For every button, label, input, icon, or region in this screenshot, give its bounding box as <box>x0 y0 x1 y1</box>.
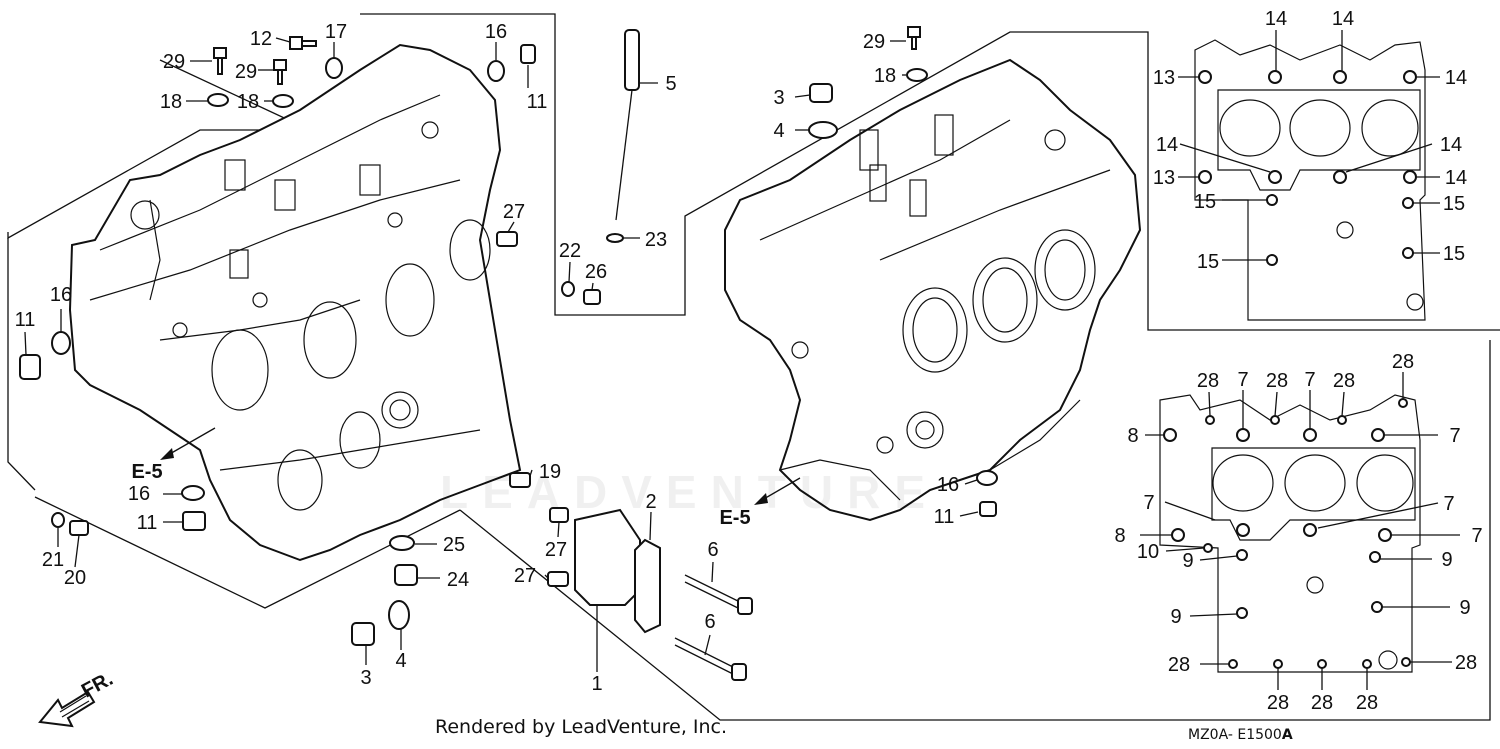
callout-28: 28 <box>1168 654 1190 676</box>
callout-23: 23 <box>645 229 667 251</box>
watermark: LEADVENTURE <box>440 466 940 518</box>
callout-15: 15 <box>1194 191 1216 213</box>
callout-13: 13 <box>1153 167 1175 189</box>
callout-26: 26 <box>585 261 607 283</box>
callout-28: 28 <box>1333 370 1355 392</box>
callout-2: 2 <box>645 491 656 513</box>
left-crankcase <box>68 43 522 562</box>
callout-19: 19 <box>539 461 561 483</box>
callout-28: 28 <box>1392 351 1414 373</box>
callout-28: 28 <box>1455 652 1477 674</box>
callout-7: 7 <box>1449 425 1460 447</box>
callout-15: 15 <box>1443 243 1465 265</box>
callout-11: 11 <box>934 506 955 528</box>
callout-16: 16 <box>128 483 150 505</box>
upper-bolt-diagram <box>1194 39 1426 321</box>
callout-22: 22 <box>559 240 581 262</box>
callout-28: 28 <box>1311 692 1333 714</box>
callout-3: 3 <box>773 87 784 109</box>
callout-14: 14 <box>1265 8 1287 30</box>
callout-25: 25 <box>443 534 465 556</box>
diagram-code: MZ0A- E1500A <box>1188 727 1293 743</box>
callout-11: 11 <box>137 512 158 534</box>
leader-lines <box>24 30 1460 690</box>
callout-28: 28 <box>1356 692 1378 714</box>
callout-16: 16 <box>50 284 72 306</box>
callout-29: 29 <box>863 31 885 53</box>
callout-18: 18 <box>160 91 182 113</box>
callout-9: 9 <box>1441 549 1452 571</box>
callout-27: 27 <box>514 565 536 587</box>
callout-27: 27 <box>503 201 525 223</box>
callout-16: 16 <box>937 474 959 496</box>
callout-15: 15 <box>1443 193 1465 215</box>
callout-24: 24 <box>447 569 469 591</box>
credit-line: Rendered by LeadVenture, Inc. <box>435 716 728 738</box>
callout-21: 21 <box>42 549 64 571</box>
callout-15: 15 <box>1197 251 1219 273</box>
callout-7: 7 <box>1237 369 1248 391</box>
callout-9: 9 <box>1170 606 1181 628</box>
callout-7: 7 <box>1471 525 1482 547</box>
reference-arrows <box>160 427 801 505</box>
callout-14: 14 <box>1445 167 1467 189</box>
callout-8: 8 <box>1114 525 1125 547</box>
callout-28: 28 <box>1197 370 1219 392</box>
callout-7: 7 <box>1304 369 1315 391</box>
callout-29: 29 <box>163 51 185 73</box>
callout-27: 27 <box>545 539 567 561</box>
callout-12: 12 <box>250 28 272 50</box>
callout-28: 28 <box>1267 692 1289 714</box>
callout-labels: 29 29 12 17 18 18 16 11 5 23 27 22 26 16… <box>15 8 1483 714</box>
callout-8: 8 <box>1127 425 1138 447</box>
callout-14: 14 <box>1445 67 1467 89</box>
callout-13: 13 <box>1153 67 1175 89</box>
callout-6: 6 <box>707 539 718 561</box>
callout-10: 10 <box>1137 541 1159 563</box>
ref-e5-right: E-5 <box>719 507 750 529</box>
callout-18: 18 <box>874 65 896 87</box>
callout-11: 11 <box>15 309 36 331</box>
lower-bolt-diagram <box>1159 394 1421 673</box>
callout-29: 29 <box>235 61 257 83</box>
callout-5: 5 <box>665 73 676 95</box>
right-crankcase <box>724 58 1142 522</box>
callout-4: 4 <box>395 650 406 672</box>
callout-18: 18 <box>237 91 259 113</box>
callout-11: 11 <box>527 91 548 113</box>
callout-28: 28 <box>1266 370 1288 392</box>
diagram-code-main: MZ0A- E1500 <box>1188 727 1282 743</box>
ref-e5-left: E-5 <box>131 461 162 483</box>
group-outlines <box>7 13 1500 721</box>
callout-16: 16 <box>485 21 507 43</box>
callout-3: 3 <box>360 667 371 689</box>
callout-17: 17 <box>325 21 347 43</box>
callout-1: 1 <box>591 673 602 695</box>
front-arrow-icon: FR. <box>38 668 117 728</box>
callout-9: 9 <box>1459 597 1470 619</box>
diagram-code-suffix: A <box>1281 727 1293 743</box>
callout-20: 20 <box>64 567 86 589</box>
callout-6: 6 <box>704 611 715 633</box>
callout-7: 7 <box>1143 492 1154 514</box>
callout-14: 14 <box>1332 8 1354 30</box>
callout-9: 9 <box>1182 550 1193 572</box>
callout-14: 14 <box>1156 134 1178 156</box>
callout-14: 14 <box>1440 134 1462 156</box>
callout-7: 7 <box>1443 493 1454 515</box>
callout-4: 4 <box>773 120 784 142</box>
